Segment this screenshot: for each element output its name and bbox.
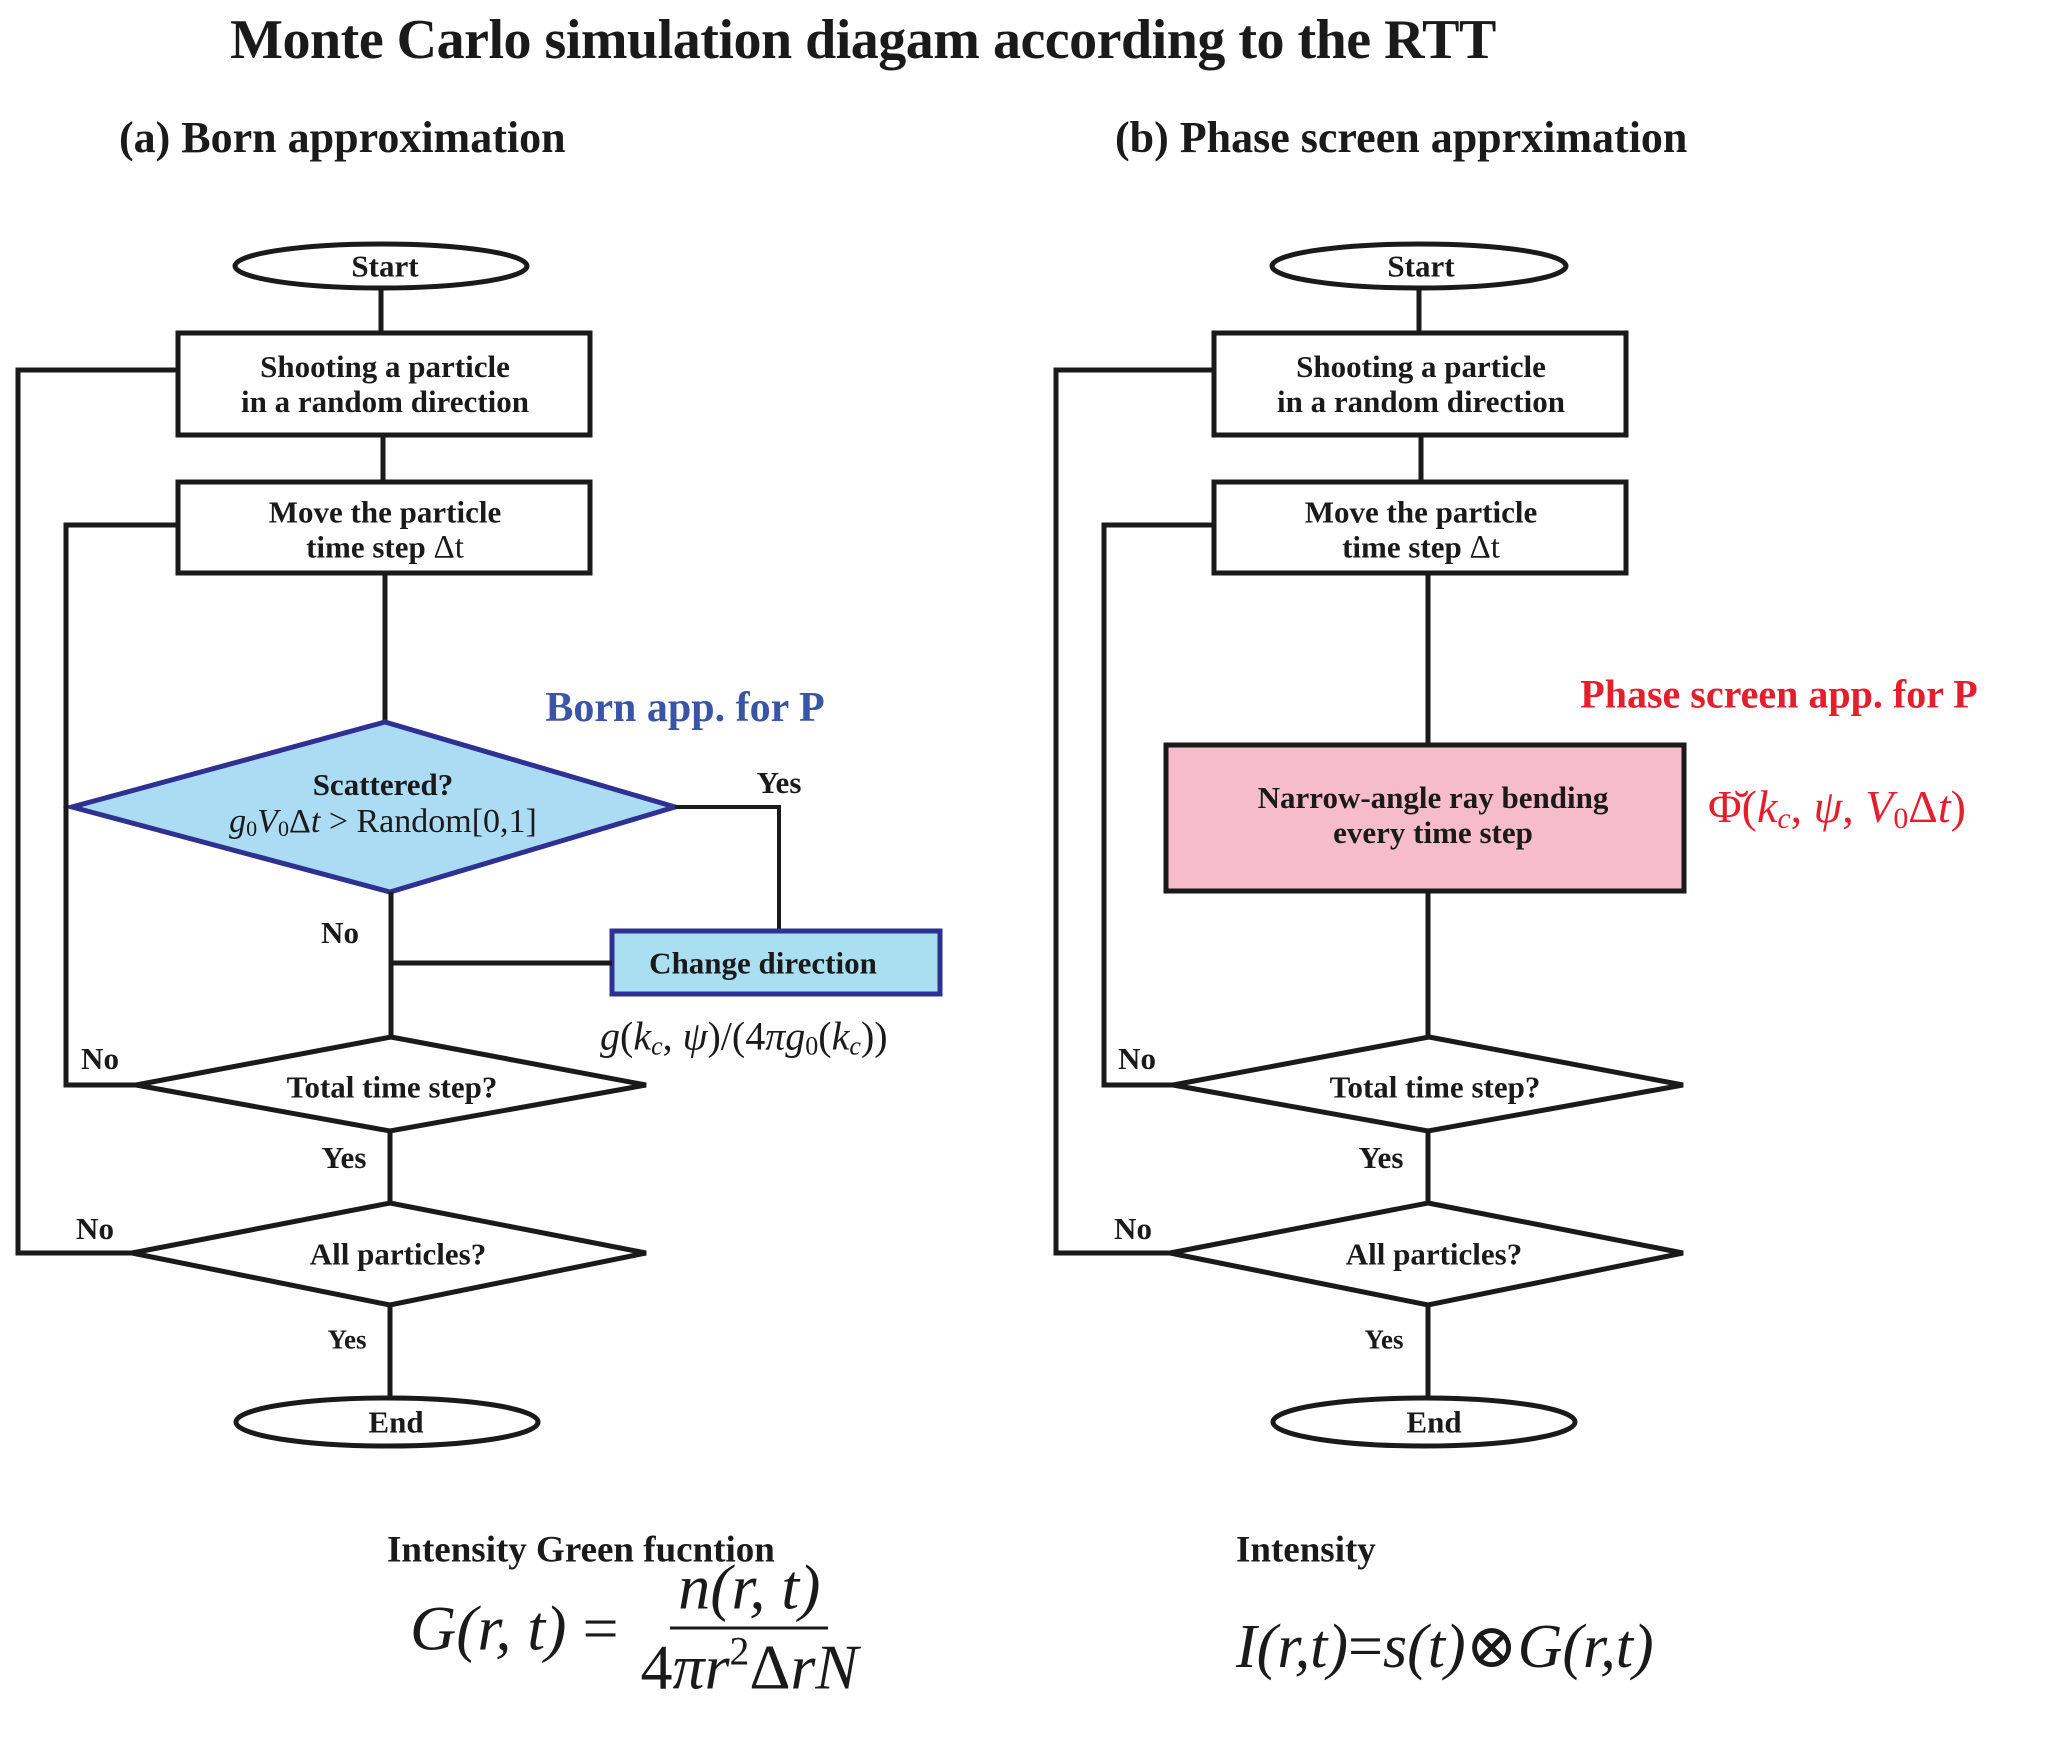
a-no-scatter-label: No [321, 915, 359, 950]
a-end-terminal [233, 1395, 541, 1449]
a-no-all-label: No [76, 1211, 114, 1246]
a-no-total-label: No [81, 1041, 119, 1076]
b-bending-line1: Narrow-angle ray bending [1257, 780, 1609, 815]
b-all-label: All particles? [1345, 1236, 1523, 1272]
a-move-line1: Move the particle [268, 494, 502, 530]
b-bending-formula: Φ̆(kc, ψ, V0Δt) [1708, 781, 1966, 835]
green-function-fraction: n(r, t) 4πr2ΔrN [640, 1552, 859, 1704]
b-move-line2: time step Δt [1305, 530, 1537, 566]
a-yes-total-label: Yes [321, 1140, 367, 1175]
a-end-label: End [368, 1404, 424, 1440]
a-shoot-line2: in a random direction [241, 384, 529, 419]
b-move-line1: Move the particle [1304, 494, 1538, 530]
a-shoot-label: Shooting a particle in a random directio… [241, 349, 529, 419]
b-move-label: Move the particle time step Δt [1305, 495, 1537, 566]
a-yes-all-label: Yes [327, 1324, 367, 1355]
b-shoot-line1: Shooting a particle [1296, 349, 1546, 384]
b-loop-all-to-shoot [1053, 367, 1214, 1256]
a-shoot-box [175, 330, 593, 438]
panel-a-subtitle: (a) Born approximation [119, 113, 566, 162]
green-function-numerator: n(r, t) [670, 1552, 829, 1630]
a-change-formula: g(kc, ψ)/(4πg0(kc)) [600, 1013, 888, 1061]
green-function-denominator: 4πr2ΔrN [640, 1629, 859, 1703]
b-start-label: Start [1387, 248, 1455, 284]
main-title: Monte Carlo simulation diagam according … [230, 9, 1496, 71]
b-total-label: Total time step? [1329, 1069, 1541, 1105]
b-bending-line2: every time step [1333, 815, 1533, 850]
b-end-terminal [1270, 1395, 1578, 1449]
b-move-delta-t: Δt [1469, 529, 1500, 566]
b-phase-screen-note: Phase screen app. for P [1580, 671, 1978, 717]
green-function-lhs: G(r, t) = [410, 1592, 619, 1663]
b-shoot-label: Shooting a particle in a random directio… [1277, 349, 1565, 419]
a-scatter-condition: g0V0Δt > Random[0,1] [229, 802, 537, 842]
b-end-label: End [1406, 1404, 1462, 1440]
a-change-direction-box [609, 928, 943, 997]
green-function-label: Intensity Green fucntion [387, 1529, 775, 1571]
a-yes-scatter-label: Yes [756, 765, 802, 800]
a-all-label: All particles? [309, 1236, 487, 1272]
a-total-label: Total time step? [286, 1069, 498, 1105]
b-move-line2-text: time step [1342, 529, 1470, 565]
a-change-direction-label: Change direction [649, 945, 877, 981]
b-yes-total-label: Yes [1358, 1140, 1404, 1175]
a-scatter-question: Scattered? [312, 766, 454, 802]
b-shoot-box [1211, 330, 1629, 438]
a-loop-all-to-shoot [15, 367, 178, 1256]
a-move-label: Move the particle time step Δt [269, 495, 501, 566]
panel-b-subtitle: (b) Phase screen apprximation [1115, 113, 1688, 162]
b-shoot-line2: in a random direction [1277, 384, 1565, 419]
b-yes-all-label: Yes [1364, 1324, 1404, 1355]
intensity-formula: I(r,t)=s(t)⊗G(r,t) [1236, 1613, 1654, 1681]
b-no-all-label: No [1114, 1211, 1152, 1246]
intensity-label: Intensity [1236, 1529, 1376, 1571]
b-bending-label: Narrow-angle ray bending every time step [1258, 780, 1609, 850]
a-scatter-label: Scattered? g0V0Δt > Random[0,1] [229, 767, 537, 849]
a-move-line2: time step Δt [269, 530, 501, 566]
a-loop-total-to-move [63, 522, 178, 1088]
green-function-formula: G(r, t) = n(r, t) 4πr2ΔrN [410, 1552, 859, 1704]
b-bending-box [1163, 742, 1687, 894]
a-shoot-line1: Shooting a particle [260, 349, 510, 384]
a-connector-yes-change [675, 805, 781, 930]
b-no-total-label: No [1118, 1041, 1156, 1076]
a-start-label: Start [351, 248, 419, 284]
a-move-delta-t: Δt [433, 529, 464, 566]
b-loop-total-to-move [1101, 522, 1214, 1088]
a-born-note: Born app. for P [545, 685, 825, 731]
b-move-box [1211, 479, 1629, 576]
a-move-line2-text: time step [306, 529, 434, 565]
